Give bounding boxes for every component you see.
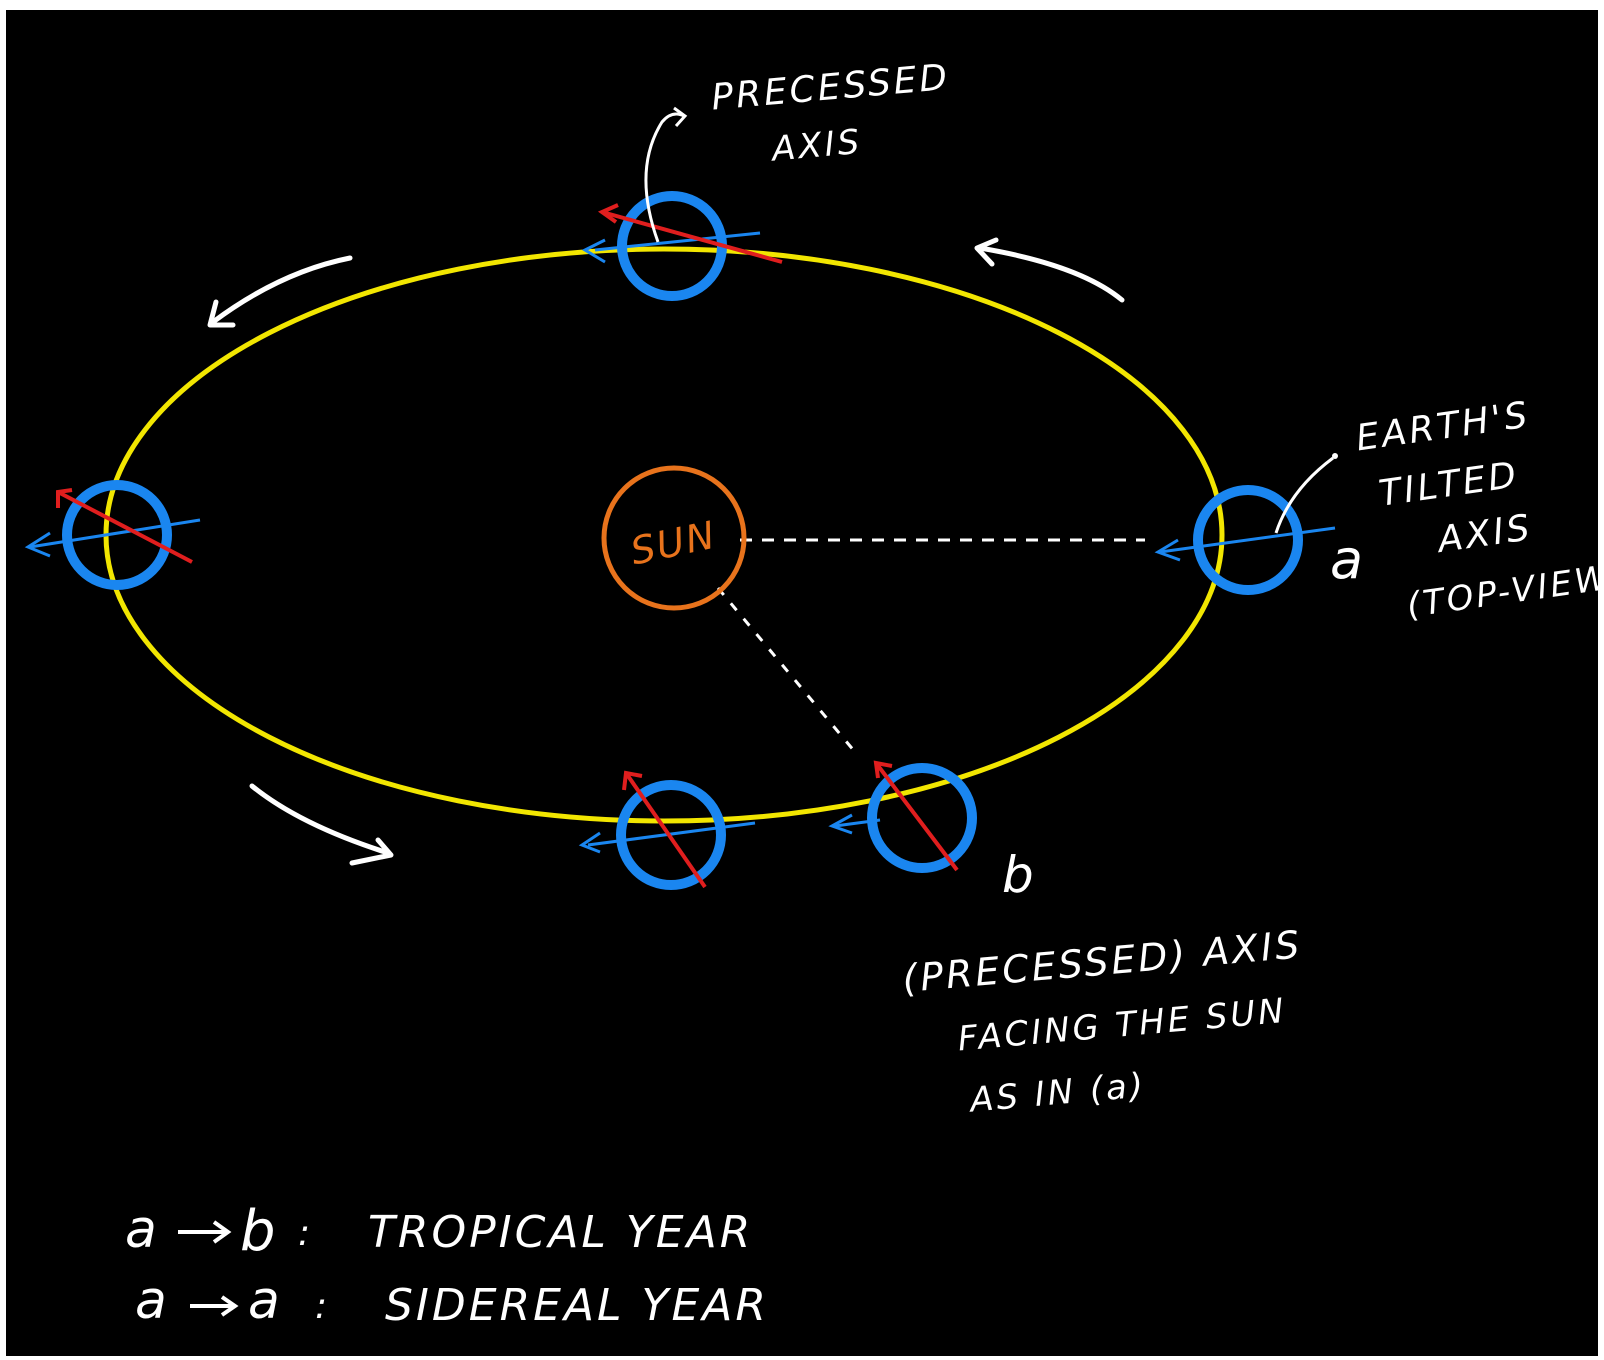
- orbit-direction-arrow-top-right: [977, 245, 1125, 303]
- sun-label: SUN: [627, 513, 721, 574]
- orbit-direction-arrow-top-left: [210, 255, 353, 325]
- orbit-direction-arrow-bottom-left: [249, 783, 391, 856]
- legend-tropical-label: TROPICAL YEAR: [368, 1207, 753, 1258]
- precessed-axis-text-1: PRECESSED: [710, 57, 952, 119]
- b-note-text-1: (PRECESSED) AXIS: [901, 922, 1304, 1001]
- earth-axis-note: EARTH'S TILTED AXIS (TOP-VIEW): [1354, 394, 1604, 626]
- legend: a b : TROPICAL YEAR a a : SIDEREAL YEAR: [125, 1199, 769, 1331]
- sun-to-b-dashed-line: [716, 587, 857, 753]
- earth-axis-pointer: [1274, 456, 1334, 534]
- earth-bottom: [578, 770, 756, 890]
- point-b-label: b: [1002, 846, 1037, 904]
- b-note-text-2: FACING THE SUN: [956, 991, 1288, 1060]
- b-note-text-3: AS IN (a): [967, 1065, 1148, 1120]
- legend-sidereal-from: a: [135, 1271, 170, 1331]
- precessed-axis-pointer: [644, 112, 685, 243]
- earth-top: [581, 191, 783, 301]
- earth-axis-text-4: (TOP-VIEW): [1404, 555, 1604, 626]
- legend-tropical-from: a: [125, 1200, 160, 1260]
- legend-sidereal-colon: :: [315, 1286, 330, 1327]
- precessed-axis-text-2: AXIS: [768, 122, 863, 170]
- legend-sidereal-to: a: [248, 1271, 283, 1331]
- earth-axis-text-1: EARTH'S: [1354, 394, 1533, 459]
- diagram-canvas: [6, 10, 1598, 1356]
- legend-tropical-colon: :: [298, 1213, 313, 1254]
- sun: SUN: [601, 465, 747, 611]
- earth-left: [24, 480, 201, 590]
- earth-axis-text-3: AXIS: [1434, 507, 1536, 561]
- earth-axis-text-2: TILTED: [1376, 455, 1521, 515]
- precessed-axis-note: PRECESSED AXIS: [710, 57, 952, 170]
- legend-sidereal-label: SIDEREAL YEAR: [385, 1280, 769, 1331]
- earth-a: [1154, 485, 1336, 595]
- b-note: (PRECESSED) AXIS FACING THE SUN AS IN (a…: [901, 922, 1304, 1121]
- earth-b: [828, 760, 977, 873]
- legend-sidereal: a a : SIDEREAL YEAR: [135, 1271, 769, 1331]
- legend-tropical-to: b: [240, 1199, 279, 1264]
- legend-tropical: a b : TROPICAL YEAR: [125, 1199, 753, 1264]
- point-a-label: a: [1330, 528, 1366, 591]
